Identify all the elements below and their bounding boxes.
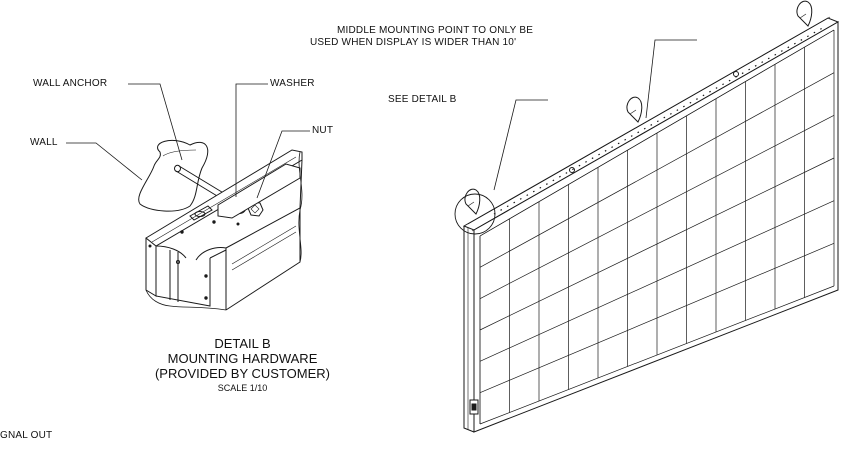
detail-b-heading: DETAIL B xyxy=(214,336,271,351)
grid-row-line xyxy=(479,29,835,237)
see-detail-label: SEE DETAIL B xyxy=(388,94,457,105)
washer-leader xyxy=(235,83,268,197)
grid-row-line xyxy=(479,200,835,362)
signal-out-label: GNAL OUT xyxy=(0,430,53,441)
grid-row-line xyxy=(479,285,835,425)
see-detail-leader xyxy=(493,99,548,191)
grid-row-line xyxy=(479,115,835,299)
middle-mount-label-line2: USED WHEN DISPLAY IS WIDER THAN 10' xyxy=(310,37,517,48)
mounting-bracket-left xyxy=(464,188,481,215)
grid-row-line xyxy=(479,243,835,393)
nut-label: NUT xyxy=(312,125,334,136)
middle-mount-label-line1: MIDDLE MOUNTING POINT TO ONLY BE xyxy=(337,25,534,36)
wall-anchor-leader xyxy=(128,83,183,161)
cabinet-housing xyxy=(145,149,303,311)
grid-row-line xyxy=(479,157,835,331)
mounting-bracket-middle xyxy=(626,96,643,123)
led-module-grid xyxy=(479,29,835,425)
grid-row-line xyxy=(479,72,835,268)
scale-label: SCALE 1/10 xyxy=(217,383,268,393)
washer-label: WASHER xyxy=(270,78,315,89)
mounting-bracket-right xyxy=(796,0,813,27)
wall-anchor-label: WALL ANCHOR xyxy=(33,78,108,89)
wall-piece xyxy=(138,139,209,212)
middle-mount-leader xyxy=(645,39,697,119)
provided-by-customer-subtitle: (PROVIDED BY CUSTOMER) xyxy=(154,366,331,381)
led-display-illustration xyxy=(462,16,840,433)
mounting-hardware-title: MOUNTING HARDWARE xyxy=(167,351,318,366)
nut-leader xyxy=(256,130,310,199)
detail-b-circle xyxy=(454,193,496,235)
wall-leader xyxy=(66,142,143,181)
detail-leaders xyxy=(66,83,310,199)
detail-b-illustration xyxy=(138,139,303,311)
wall-label: WALL xyxy=(30,137,58,148)
